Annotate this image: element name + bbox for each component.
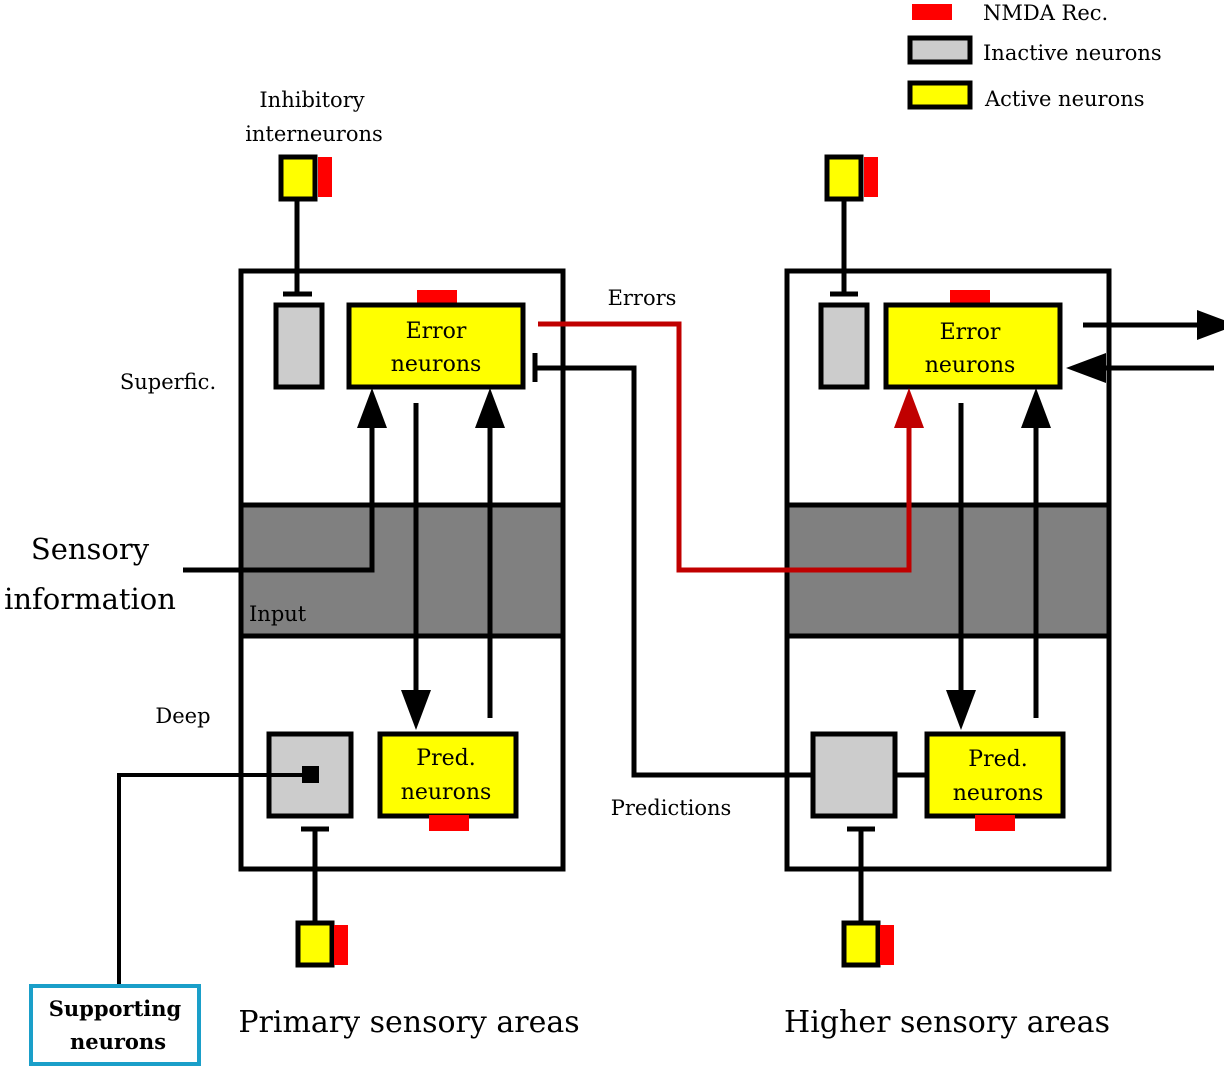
legend-inactive-label: Inactive neurons [983,41,1162,65]
sensory-info-label-2: information [4,582,176,616]
legend-active-swatch [907,80,973,110]
primary-deep-synapse [302,766,319,783]
primary-error-label-1: Error [406,319,467,344]
higher-pred-neurons [924,731,1066,819]
higher-pred-nmda [975,815,1015,831]
higher-error-nmda [950,290,990,306]
supporting-label-1: Supporting [49,996,182,1021]
primary-inhibitory-top-nmda [318,157,332,197]
higher-inhibitory-top [824,154,864,202]
sensory-input-arrow [183,388,387,573]
higher-inhibitory-top-nmda [864,157,878,197]
predictions-label: Predictions [611,796,732,820]
inhibitory-label-2: interneurons [245,122,383,146]
higher-deep-inactive-neuron [810,731,898,819]
higher-error-label-2: neurons [925,353,1016,378]
primary-error-nmda [417,290,457,306]
primary-pred-neurons [377,731,519,819]
primary-pred-nmda [429,815,469,831]
supporting-neurons-box [29,984,201,1066]
higher-pred-label-2: neurons [953,781,1044,806]
legend-nmda-label: NMDA Rec. [983,1,1108,25]
higher-inhibitory-bottom [841,920,881,968]
supporting-label-2: neurons [70,1029,166,1054]
supporting-neurons-link [117,773,302,985]
sensory-info-label-1: Sensory [31,532,150,566]
primary-inhibitory-bottom-nmda [334,925,348,965]
primary-pred-label-1: Pred. [416,746,475,771]
higher-error-neurons [883,302,1063,390]
superficial-layer-label: Superfic. [120,370,216,394]
primary-error-label-2: neurons [391,352,482,377]
deep-layer-label: Deep [155,704,210,728]
higher-pred-label-1: Pred. [968,747,1027,772]
higher-error-label-1: Error [940,320,1001,345]
legend-active-label: Active neurons [984,87,1145,111]
inhibitory-label-1: Inhibitory [259,88,364,112]
primary-area-label: Primary sensory areas [238,1005,579,1040]
legend: NMDA Rec. Inactive neurons Active neuron… [907,1,1162,111]
errors-label: Errors [608,286,677,310]
primary-error-neurons [346,302,526,390]
higher-area: Error neurons Pred. neurons [784,154,1224,968]
error-feedforward-path [538,321,924,573]
higher-inhibitory-bottom-nmda [880,925,894,965]
primary-superficial-inactive-neuron [273,302,325,390]
legend-nmda-swatch [912,4,952,20]
higher-input-layer [784,502,1112,639]
primary-area: Error neurons Pred. neurons [238,154,566,968]
legend-inactive-swatch [907,35,973,65]
prediction-feedback-path [535,365,813,778]
higher-area-label: Higher sensory areas [784,1005,1110,1040]
higher-superficial-inactive-neuron [818,302,870,390]
primary-inhibitory-bottom [295,920,335,968]
input-layer-label: Input [249,602,307,626]
primary-inhibitory-top [278,154,318,202]
primary-pred-label-2: neurons [401,780,492,805]
